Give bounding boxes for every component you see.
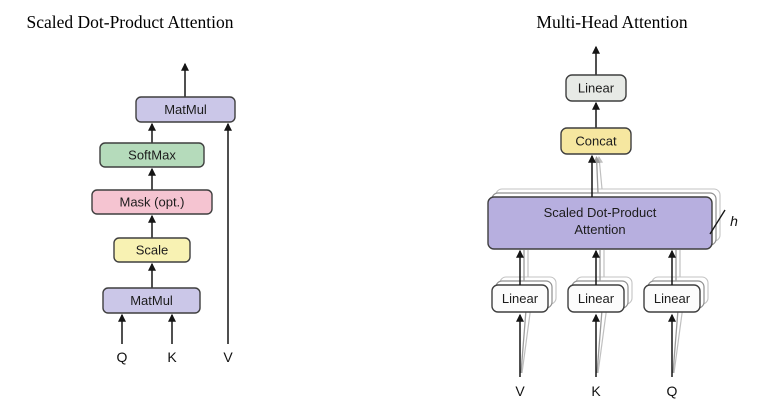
matmul-top-box [135, 96, 236, 123]
attention-box-label-line2: Attention [574, 222, 625, 237]
linear-k-label: Linear [578, 291, 615, 306]
multi-head-attention-diagram: Multi-Head Attention Scaled Dot-Product … [487, 12, 738, 399]
right-diagram-title: Multi-Head Attention [536, 12, 687, 32]
v-input-fan-gray-2 [521, 305, 532, 374]
q-input-fan-gray-2 [673, 305, 684, 374]
v-label: V [223, 349, 233, 365]
matmul-top-label: MatMul [164, 102, 207, 117]
k-label: K [167, 349, 177, 365]
concat-label: Concat [575, 134, 617, 149]
linear-top-label: Linear [578, 81, 615, 96]
matmul-bottom-box [102, 287, 201, 314]
linear-q-label: Linear [654, 291, 691, 306]
softmax-box [99, 142, 205, 168]
left-diagram-title: Scaled Dot-Product Attention [26, 12, 233, 32]
v-input-fan-gray-1 [520, 309, 527, 374]
k-label-mh: K [591, 383, 601, 399]
softmax-label: SoftMax [128, 148, 176, 163]
h-count-label: h [730, 213, 738, 229]
scaled-dot-product-attention-box [487, 196, 713, 250]
k-input-fan-gray-2 [597, 305, 608, 374]
scale-label: Scale [136, 243, 169, 258]
mask-box [91, 189, 213, 215]
linear-v-label: Linear [502, 291, 539, 306]
linear-top-box [565, 74, 627, 102]
attention-to-concat-arrow-gray-1 [593, 155, 601, 194]
k-input-fan-gray-1 [596, 309, 603, 374]
concat-box [560, 127, 632, 155]
q-label: Q [117, 349, 128, 365]
q-input-fan-gray-1 [672, 309, 679, 374]
scaled-dot-product-attention-diagram: Scaled Dot-Product Attention MatMul Soft… [26, 12, 236, 365]
attention-to-concat-arrow-gray-2 [596, 155, 604, 190]
q-label-mh: Q [667, 383, 678, 399]
scale-box [113, 237, 191, 263]
matmul-bottom-label: MatMul [130, 293, 173, 308]
v-label-mh: V [515, 383, 525, 399]
h-count-slash [709, 209, 726, 235]
attention-box-label-line1: Scaled Dot-Product [544, 205, 657, 220]
mask-label: Mask (opt.) [119, 195, 184, 210]
